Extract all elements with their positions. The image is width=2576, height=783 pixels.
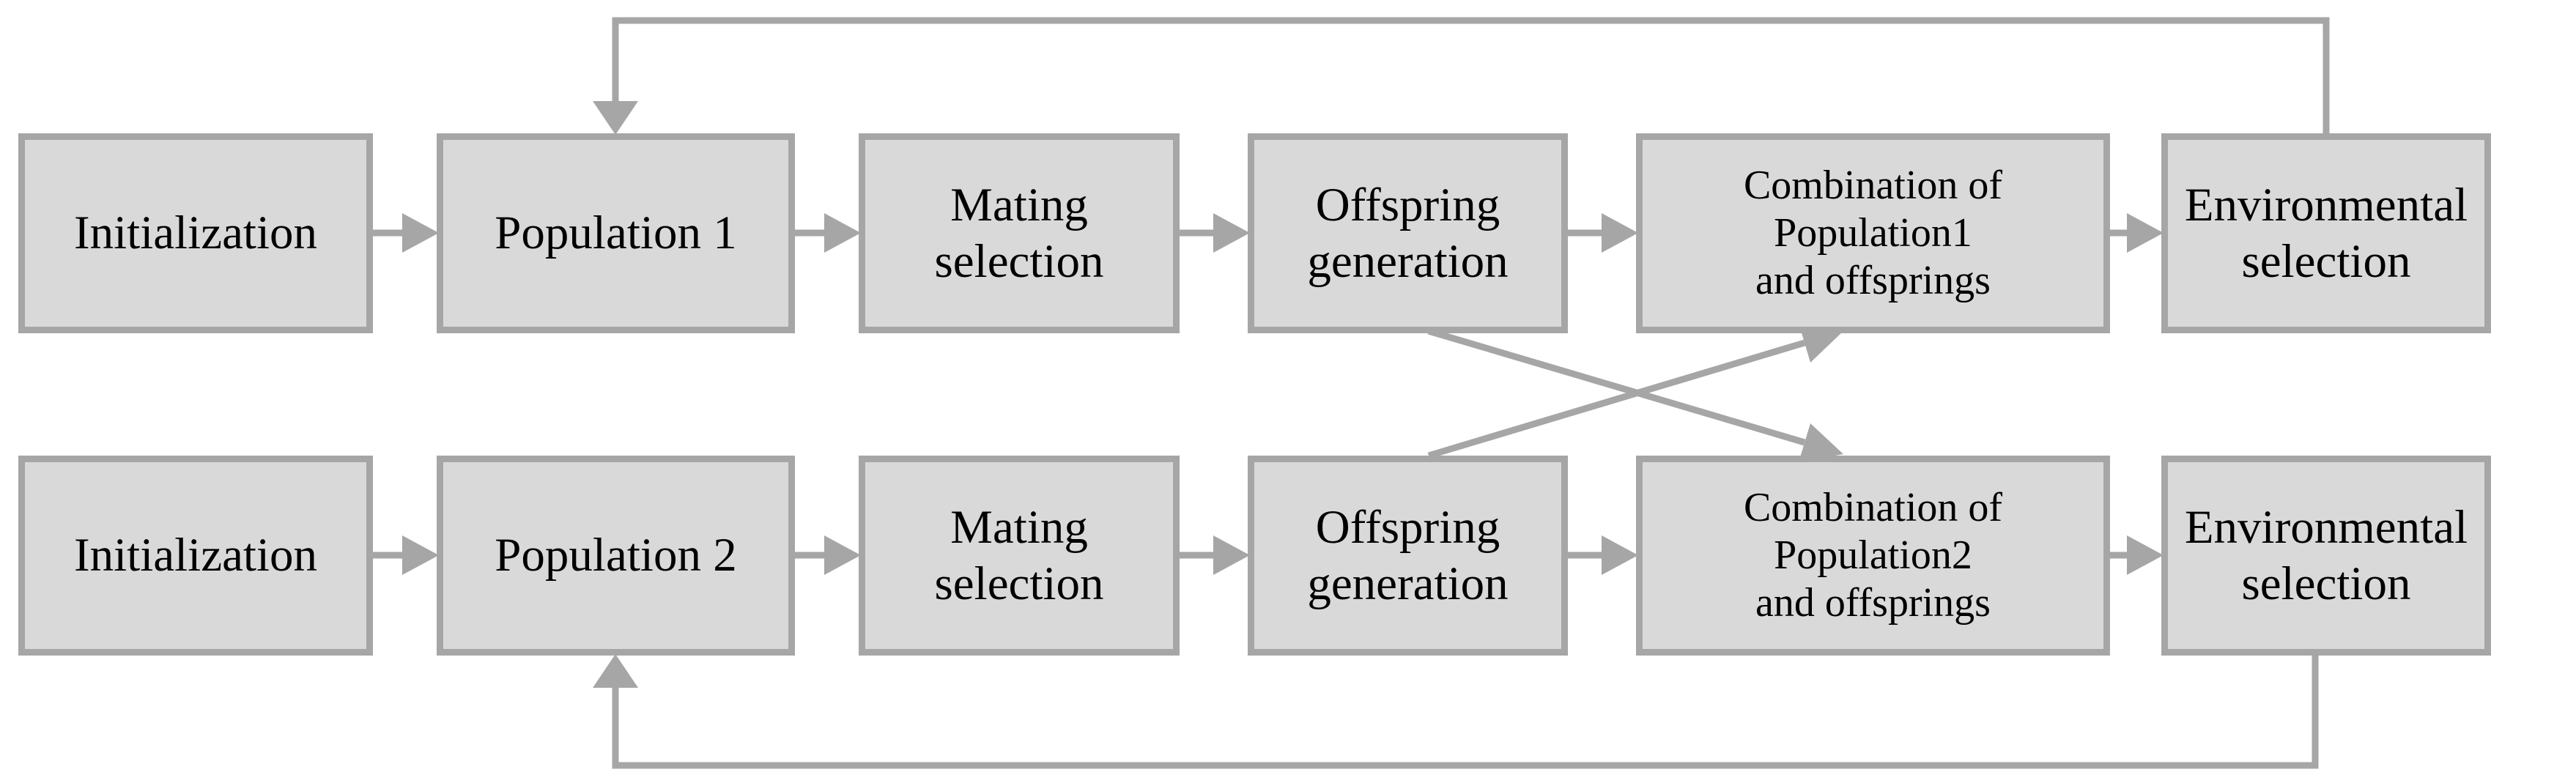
box-environmental-selection-2-label: Environmental selection <box>2184 501 2468 610</box>
arrow-initialization1-to-population1 <box>370 213 439 253</box>
box-offspring-generation-1-label: Offspring generation <box>1307 179 1509 288</box>
box-population-1: Population 1 <box>437 133 795 333</box>
box-initialization-2: Initialization <box>18 456 373 656</box>
box-combination-2-label: Combination of Population2 and offspring… <box>1743 485 2003 626</box>
box-environmental-selection-1: Environmental selection <box>2161 133 2491 333</box>
box-population-1-label: Population 1 <box>495 207 737 260</box>
arrow-combination2-to-environmental2 <box>2103 535 2164 575</box>
box-offspring-generation-1: Offspring generation <box>1248 133 1568 333</box>
arrow-initialization2-to-population2 <box>370 535 439 575</box>
feedback-arrow-environmental1-to-population1 <box>593 17 2330 136</box>
box-combination-1-label: Combination of Population1 and offspring… <box>1743 163 2003 303</box>
box-initialization-1-label: Initialization <box>73 207 318 260</box>
box-mating-selection-1-label: Mating selection <box>934 179 1104 288</box>
box-environmental-selection-2: Environmental selection <box>2161 456 2491 656</box>
arrow-population2-to-mating2 <box>792 535 861 575</box>
arrow-offspring1-to-combination1 <box>1565 213 1638 253</box>
box-offspring-generation-2-label: Offspring generation <box>1307 501 1509 610</box>
box-combination-1: Combination of Population1 and offspring… <box>1636 133 2110 333</box>
feedback-arrow-environmental2-to-population2 <box>593 653 2319 769</box>
box-mating-selection-2-label: Mating selection <box>934 501 1104 610</box>
box-mating-selection-1: Mating selection <box>859 133 1180 333</box>
box-population-2: Population 2 <box>437 456 795 656</box>
arrow-combination1-to-environmental1 <box>2103 213 2164 253</box>
box-population-2-label: Population 2 <box>495 529 737 582</box>
arrow-mating2-to-offspring2 <box>1177 535 1250 575</box>
arrow-offspring2-to-combination2 <box>1565 535 1638 575</box>
arrow-mating1-to-offspring1 <box>1177 213 1250 253</box>
box-combination-2: Combination of Population2 and offspring… <box>1636 456 2110 656</box>
box-environmental-selection-1-label: Environmental selection <box>2184 179 2468 288</box>
box-initialization-1: Initialization <box>18 133 373 333</box>
box-mating-selection-2: Mating selection <box>859 456 1180 656</box>
arrow-population1-to-mating1 <box>792 213 861 253</box>
cross-arrow-offspring1-to-combination2 <box>1427 327 1843 462</box>
box-offspring-generation-2: Offspring generation <box>1248 456 1568 656</box>
box-initialization-2-label: Initialization <box>73 529 318 582</box>
